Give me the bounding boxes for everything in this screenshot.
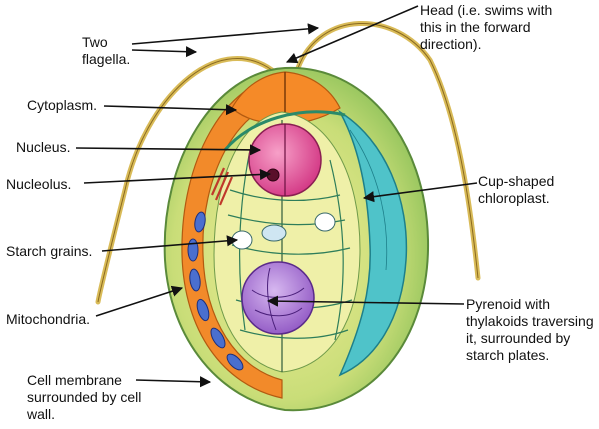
head-label: Head (i.e. swims with this in the forwar… [420,2,553,52]
membrane-label: Cell membrane surrounded by cell wall. [27,372,142,422]
chloroplast-label: Cup-shaped chloroplast. [478,173,555,206]
pyrenoid-label: Pyrenoid with thylakoids traversing it, … [466,296,594,363]
nucleus [248,123,322,197]
flagella [95,20,481,305]
starch-grains-label: Starch grains. [6,243,93,259]
mitochondria-label: Mitochondria. [6,311,91,327]
nucleolus-label: Nucleolus. [6,176,72,192]
pyrenoid [241,261,315,335]
label-arrows [75,5,478,388]
nucleus-label: Nucleus. [16,139,71,155]
cytoplasm-label: Cytoplasm. [27,97,98,113]
flagella-label: Two flagella. [82,34,131,67]
